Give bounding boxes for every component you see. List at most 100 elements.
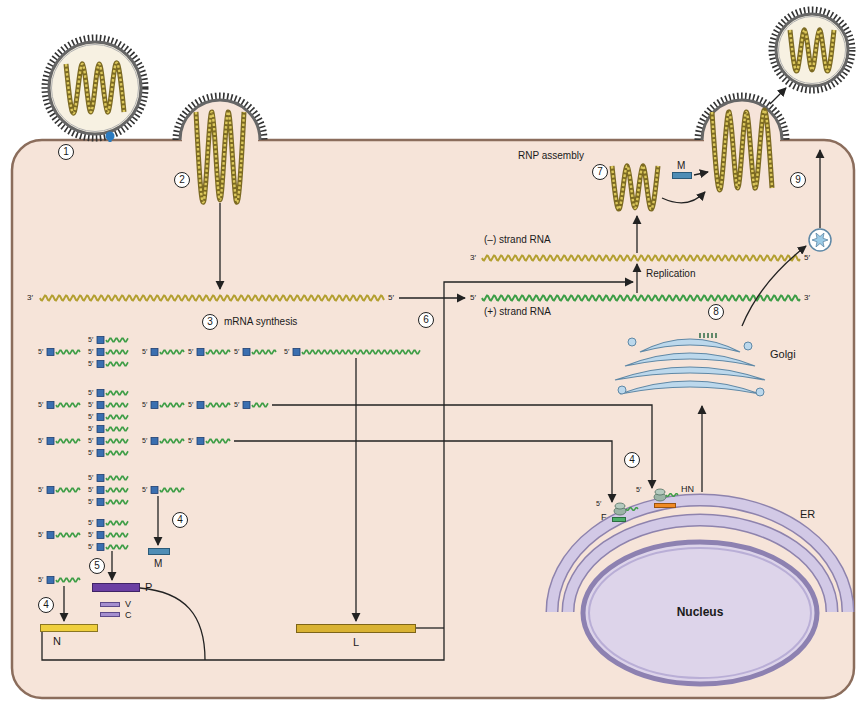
strand-end-label: 5′ xyxy=(88,519,93,527)
step-label: RNP assembly xyxy=(518,150,584,162)
viral-envelope xyxy=(49,42,141,134)
mrna-strand xyxy=(56,403,80,406)
genome-rna xyxy=(40,296,384,301)
step-label: (–) strand RNA xyxy=(484,234,551,246)
node-label: P xyxy=(145,581,152,594)
mrna-cap xyxy=(151,349,158,356)
glycoprotein-spikes xyxy=(45,38,145,138)
strand-end-label: 5′ xyxy=(88,348,93,356)
node-label: Golgi xyxy=(770,348,796,361)
transport-vesicle xyxy=(809,229,831,251)
nuclear-envelope-inner xyxy=(589,548,811,678)
step-label: Replication xyxy=(646,268,695,280)
glycoprotein-spikes xyxy=(176,96,264,140)
flow-arrow xyxy=(111,551,112,580)
mrna-strand xyxy=(106,451,128,454)
mrna-strand xyxy=(106,500,128,503)
callout-number: 9 xyxy=(790,172,806,188)
envelope-inner xyxy=(779,17,846,84)
mrna-cap xyxy=(197,349,204,356)
strand-end-label: 5′ xyxy=(188,437,193,445)
mrna-strand xyxy=(302,350,420,353)
strand-end-label: 5′ xyxy=(142,348,147,356)
mrna-cap xyxy=(97,337,104,344)
plus-strand-rna xyxy=(482,296,800,301)
mrna-cap xyxy=(97,361,104,368)
mrna-strand xyxy=(106,476,128,479)
protein-bar: M xyxy=(672,172,692,179)
callout-number: 4 xyxy=(172,512,188,528)
flow-arrow xyxy=(42,282,633,660)
strand-end-label: 5′ xyxy=(38,576,43,584)
callout-number: 3 xyxy=(202,314,218,330)
strand-end-label: 5′ xyxy=(88,401,93,409)
protein-bar: HN xyxy=(654,503,676,508)
strand-end-label: 5′ xyxy=(234,348,239,356)
rnp-coil xyxy=(196,112,244,202)
mrna-cap xyxy=(97,499,104,506)
golgi-vesicle xyxy=(744,342,752,350)
callout-number: 5 xyxy=(89,558,105,574)
flow-arrow xyxy=(636,216,637,253)
mrna-strand xyxy=(56,488,80,491)
flow-line xyxy=(416,627,444,628)
flow-arrow xyxy=(770,88,786,104)
mrna-cap xyxy=(47,532,54,539)
mrna-cap xyxy=(47,487,54,494)
mrna-cap xyxy=(47,577,54,584)
node-label: Nucleus xyxy=(677,606,724,620)
mrna-cap xyxy=(97,450,104,457)
ribosome-small xyxy=(615,503,625,509)
node-label: V xyxy=(125,599,131,609)
viral-envelope xyxy=(776,14,848,86)
mrna-cap xyxy=(97,349,104,356)
mrna-cap xyxy=(197,402,204,409)
mrna-cap xyxy=(97,532,104,539)
mrna-cap xyxy=(97,438,104,445)
mrna-strand xyxy=(106,415,128,418)
flow-arrow xyxy=(636,264,637,293)
mrna-on-ribosome xyxy=(626,508,638,511)
protein-bar: L xyxy=(296,624,416,633)
strand-end-label: 5′ xyxy=(142,401,147,409)
strand-end-label: 3′ xyxy=(470,253,476,262)
protein-bar: M xyxy=(148,548,170,555)
golgi-glycoprotein xyxy=(699,333,701,338)
flow-arrow xyxy=(694,172,708,175)
strand-end-label: 5′ xyxy=(88,531,93,539)
rnp-coil-beads xyxy=(612,166,658,209)
mrna-strand xyxy=(252,403,268,406)
mrna-cap xyxy=(97,426,104,433)
viral-envelope xyxy=(180,100,260,140)
mrna-cap xyxy=(197,438,204,445)
golgi-region: Golgi xyxy=(612,326,768,404)
node-label: M xyxy=(154,558,162,570)
mrna-cap xyxy=(151,438,158,445)
mrna-cap xyxy=(97,390,104,397)
envelope-inner xyxy=(52,45,139,132)
vesicle-glycoproteins xyxy=(812,233,828,247)
step-label: (+) strand RNA xyxy=(484,306,551,318)
rnp-coil xyxy=(66,63,124,113)
mrna-cap xyxy=(97,414,104,421)
strand-end-label: 5′ xyxy=(284,348,289,356)
node-label: ER xyxy=(800,508,815,521)
mrna-cap xyxy=(151,487,158,494)
mrna-cap xyxy=(47,402,54,409)
host-cell xyxy=(12,140,854,698)
strand-end-label: 5′ xyxy=(88,437,93,445)
flow-arrow xyxy=(662,192,705,203)
strand-end-label: 5′ xyxy=(88,336,93,344)
rnp-coil-beads xyxy=(196,112,244,202)
flow-arrow xyxy=(272,405,652,488)
mrna-cap xyxy=(97,487,104,494)
strand-end-label: 5′ xyxy=(88,486,93,494)
mrna-strand xyxy=(252,350,276,353)
mrna-strand xyxy=(160,488,184,491)
mrna-strand xyxy=(56,350,80,353)
golgi-cisterna xyxy=(620,381,760,394)
strand-end-label: 5′ xyxy=(470,293,476,302)
strand-end-label: 5′ xyxy=(88,425,93,433)
strand-end-label: 5′ xyxy=(142,437,147,445)
